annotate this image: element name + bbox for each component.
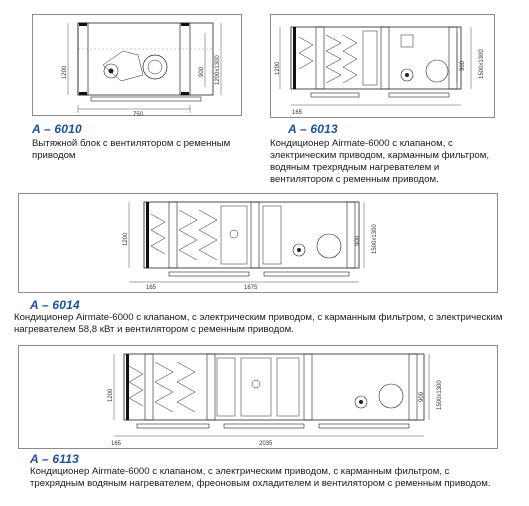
unit-code: A – 6010 <box>32 122 82 136</box>
unit-code: A – 6113 <box>30 452 79 466</box>
unit-description: Кондиционер Airmate-6000 с клапаном, с э… <box>30 466 491 489</box>
schematic-a6113: 165 2035 1200 900 1500x1300 <box>108 353 443 447</box>
unit-code: A – 6014 <box>30 298 80 312</box>
dim-left: 165 <box>292 110 303 116</box>
drawing-a6013: 165 1200 900 1500x1300 <box>270 14 495 118</box>
dim-height-inner: 900 <box>419 391 425 402</box>
dim-length: 2035 <box>259 441 273 447</box>
dim-right: 1500x1300 <box>479 49 485 79</box>
dim-height: 1200 <box>123 232 129 246</box>
drawing-a6014: 165 1675 1200 900 1500x1300 <box>18 193 498 293</box>
dim-height-inner: 900 <box>460 60 466 71</box>
dim-right: 1500x1300 <box>437 380 443 410</box>
dim-height: 1200 <box>275 61 281 75</box>
drawing-a6010: 750 1200 900 1200x1300 <box>32 14 242 117</box>
unit-description: Кондиционер Airmate-6000 с клапаном, с э… <box>270 138 490 185</box>
dim-width-inner: 1200x1300 <box>215 55 221 85</box>
schematic-a6013: 165 1200 900 1500x1300 <box>275 26 485 116</box>
schematic-a6014: 165 1675 1200 900 1500x1300 <box>123 201 378 291</box>
dim-height-inner: 900 <box>355 235 361 246</box>
dim-height-inner: 900 <box>199 66 205 77</box>
dim-left: 165 <box>146 285 157 291</box>
dim-height: 1200 <box>108 388 114 402</box>
dim-right: 1500x1300 <box>372 224 378 254</box>
drawing-a6113: 165 2035 1200 900 1500x1300 <box>18 345 498 449</box>
schematic-a6010: 750 1200 900 1200x1300 <box>62 22 222 117</box>
unit-code: A – 6013 <box>288 122 338 136</box>
unit-description: Вытяжной блок с вентилятором с ременным … <box>32 138 231 161</box>
unit-description: Кондиционер Airmate-6000 с клапаном, с э… <box>14 312 503 335</box>
dim-left: 165 <box>111 441 122 447</box>
dim-width: 750 <box>133 112 144 117</box>
dim-length: 1675 <box>244 285 258 291</box>
dim-height: 1200 <box>62 65 68 79</box>
